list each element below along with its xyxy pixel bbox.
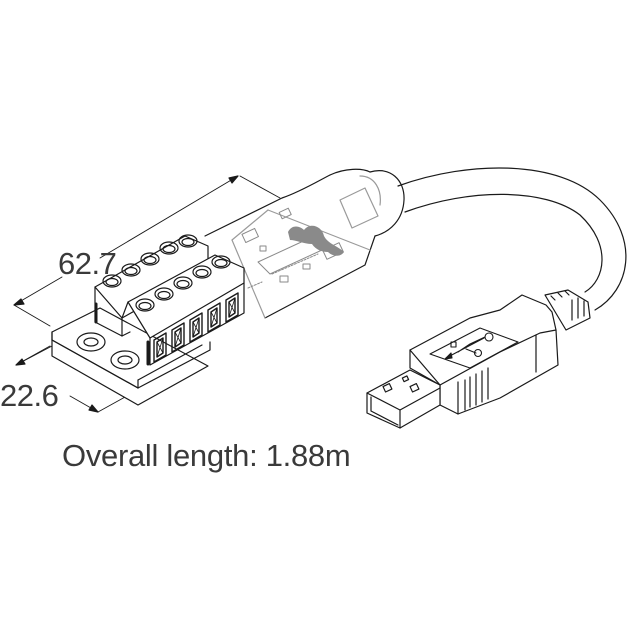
terminal-block-front bbox=[121, 254, 245, 366]
terminal-wire-entry bbox=[153, 292, 239, 363]
length-dimension-label: 62.7 bbox=[58, 246, 117, 281]
usb-plug-shell bbox=[366, 369, 441, 429]
cable-strain-relief bbox=[329, 168, 405, 237]
terminal-block-rear bbox=[94, 235, 209, 337]
pcb-housing bbox=[204, 174, 376, 319]
length-dimension-line bbox=[13, 175, 281, 327]
width-dimension-line bbox=[15, 345, 137, 413]
usb-trident-icon bbox=[429, 327, 519, 369]
mounting-plate bbox=[51, 307, 211, 406]
width-dimension-label: 22.6 bbox=[0, 378, 59, 413]
mounting-hole bbox=[76, 332, 106, 352]
usb-cable bbox=[397, 167, 627, 311]
terminal-screw-rear bbox=[102, 234, 198, 288]
terminal-screw-front bbox=[135, 255, 231, 312]
pcb-wiring-blob bbox=[288, 225, 344, 256]
mounting-hole bbox=[110, 350, 140, 370]
overall-length-caption: Overall length: 1.88m bbox=[62, 438, 351, 473]
